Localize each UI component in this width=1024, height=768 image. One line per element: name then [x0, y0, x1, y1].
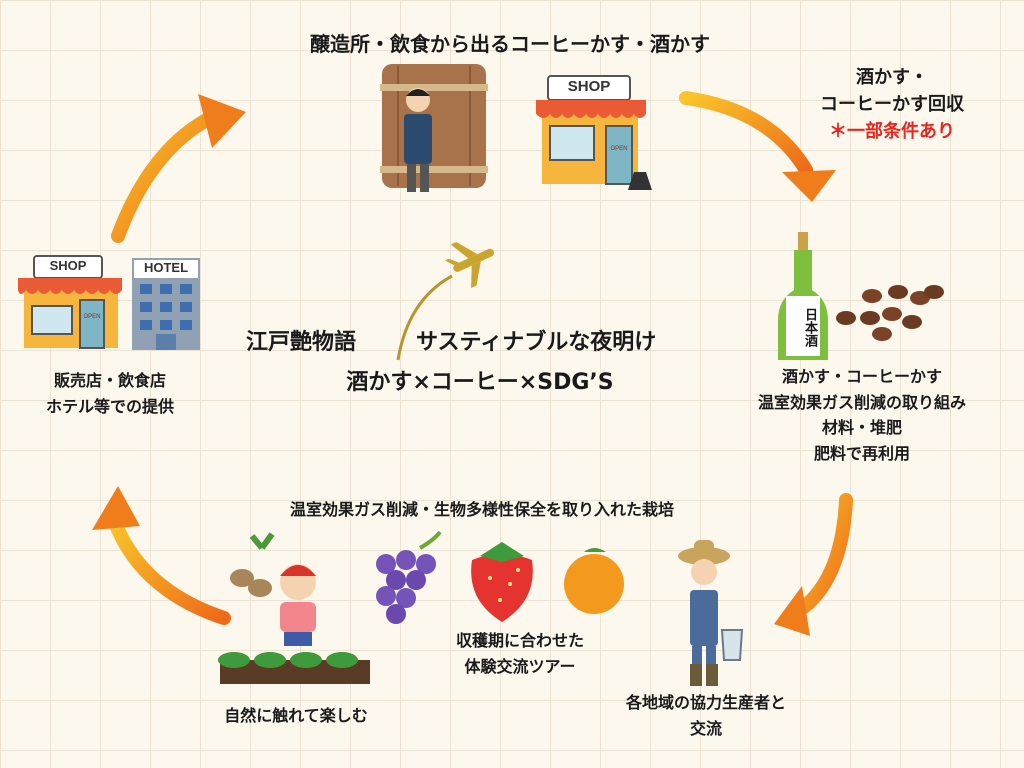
tour-line1: 収穫期に合わせた: [455, 631, 584, 650]
tour-line2: 体験交流ツアー: [464, 656, 576, 676]
orange-illustration: [564, 548, 624, 614]
collection-line2: コーヒーかす回収: [820, 94, 964, 115]
right-line4: 肥料で再利用: [813, 443, 910, 463]
farmer-illustration: [678, 540, 744, 686]
shop-illustration-left: [18, 255, 122, 349]
right-line1: 酒かす・コーヒーかす: [781, 367, 942, 386]
center-title-line2: 酒かす×コーヒー×SDG’S: [346, 370, 614, 395]
coffee-beans-illustration: [836, 285, 944, 341]
collection-line1: 酒かす・: [856, 67, 928, 88]
sake-bottle-label: 日本酒: [802, 307, 817, 347]
top-label: 醸造所・飲食から出るコーヒーかす・酒かす: [310, 32, 710, 56]
strawberry-illustration: [471, 542, 533, 622]
arrow-right-to-bottom: [774, 493, 853, 636]
open-sign-top: OPEN: [610, 146, 628, 152]
center-title-line1a: 江戸艶物語: [246, 330, 357, 355]
farmer-label: 各地域の協力生産者と 交流: [586, 690, 826, 741]
child-harvest-illustration: [218, 532, 370, 684]
hotel-illustration: [132, 258, 200, 350]
grapes-illustration: [376, 530, 442, 624]
left-line2: ホテル等での提供: [45, 396, 174, 416]
shop-sign-left: SHOP: [49, 258, 87, 273]
center-title-line1b: サスティナブルな夜明け: [416, 330, 657, 355]
right-line2: 温室効果ガス削減の取り組み: [757, 392, 966, 412]
sake-bottle-illustration: [778, 232, 828, 360]
nature-label: 自然に触れて楽しむ: [224, 706, 368, 725]
cultivation-label: 温室効果ガス削減・生物多様性保全を取り入れた栽培: [289, 500, 674, 519]
farmer-line2: 交流: [689, 718, 722, 738]
right-label: 酒かす・コーヒーかす 温室効果ガス削減の取り組み 材料・堆肥 肥料で再利用: [712, 364, 1012, 466]
sake-barrel-illustration: [380, 64, 488, 192]
tour-label: 収穫期に合わせた 体験交流ツアー: [420, 628, 620, 679]
open-sign-left: OPEN: [83, 314, 101, 320]
arrow-top-to-right: [679, 91, 836, 202]
hotel-sign: HOTEL: [143, 260, 189, 275]
shop-sign-top: SHOP: [567, 78, 611, 95]
airplane-illustration: [396, 241, 494, 361]
farmer-line1: 各地域の協力生産者と: [625, 693, 786, 712]
shop-illustration-top: [536, 75, 652, 190]
left-label: 販売店・飲食店 ホテル等での提供: [10, 368, 210, 419]
collection-label: 酒かす・ コーヒーかす回収 ＊一部条件あり: [792, 64, 992, 145]
collection-note: ＊一部条件あり: [829, 121, 955, 142]
arrow-left-to-top: [111, 94, 246, 243]
arrow-bottom-to-left: [92, 486, 231, 625]
left-line1: 販売店・飲食店: [53, 371, 166, 390]
right-line3: 材料・堆肥: [821, 418, 902, 438]
